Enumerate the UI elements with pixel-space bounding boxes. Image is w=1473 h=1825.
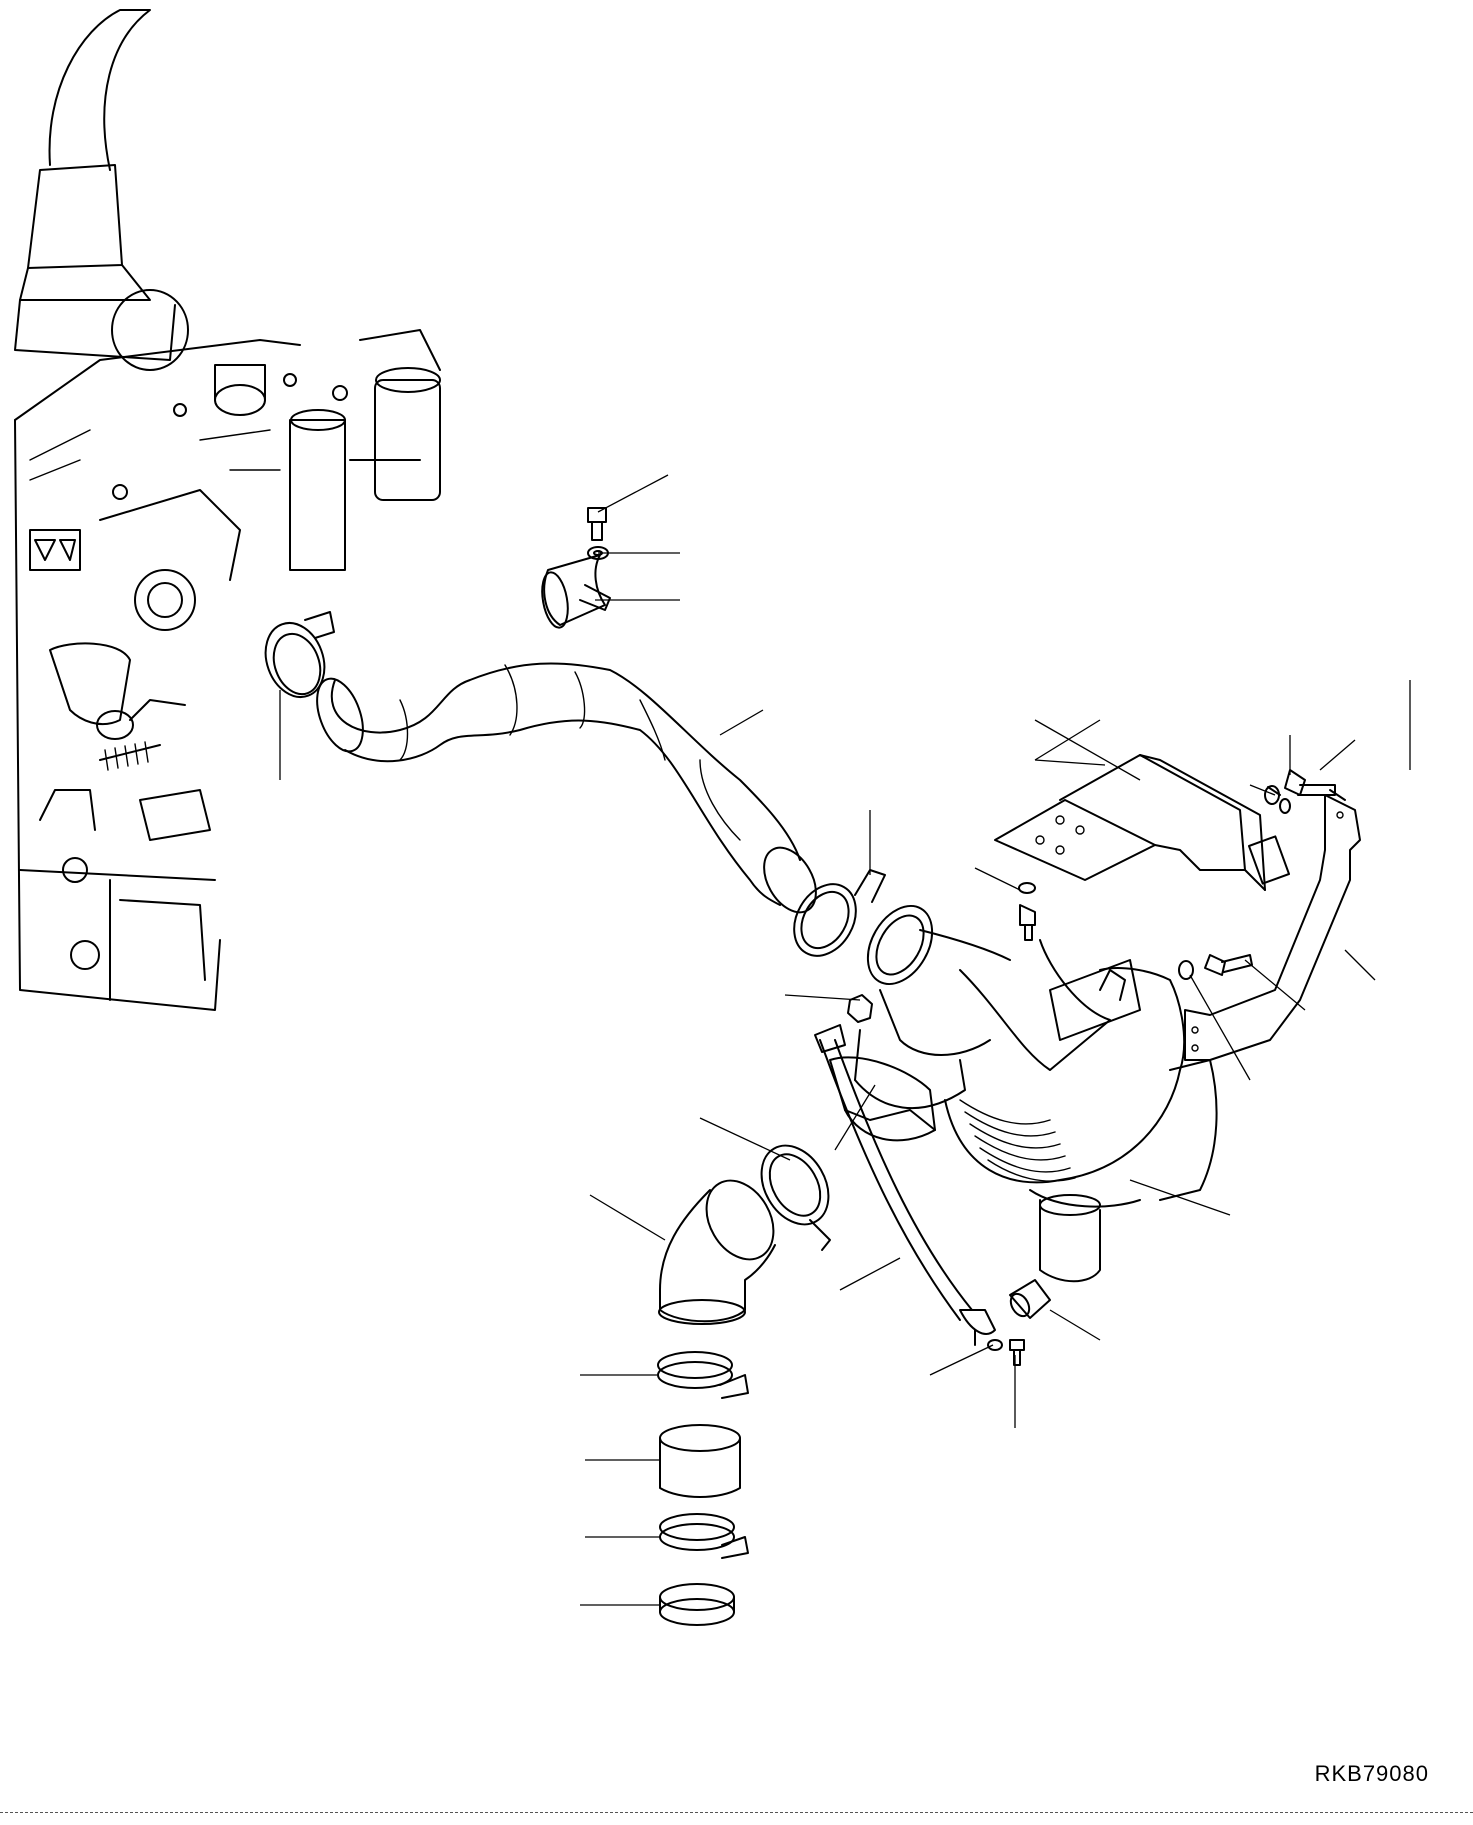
washer-small-bracket <box>1279 798 1291 814</box>
bolt-bracket-3 <box>1204 954 1253 976</box>
bolt-upper-bracket <box>1019 904 1036 941</box>
page-border <box>0 1812 1473 1813</box>
elbow-hose <box>658 1179 776 1325</box>
hose-clamp-lower-1 <box>657 1351 749 1399</box>
vacuator-hose <box>814 1024 996 1346</box>
bolt-bracket-1 <box>1284 769 1336 796</box>
dust-valve <box>1009 1279 1051 1319</box>
bolt-top <box>587 507 607 541</box>
hose-clamp-engine-side <box>264 611 335 698</box>
hose-clamp-cleaner-inlet <box>793 869 886 957</box>
engine-assembly <box>14 9 441 1011</box>
nut <box>847 994 873 1023</box>
screw-bottom <box>1009 1339 1025 1366</box>
drawing-code: RKB79080 <box>1314 1761 1429 1786</box>
connector-pipe <box>659 1424 741 1498</box>
hose-clamp-lower-2 <box>659 1513 749 1559</box>
leader-lines <box>279 474 1411 1606</box>
washer-bracket-3 <box>1178 960 1194 980</box>
mounting-bracket-upper <box>994 754 1290 891</box>
hose-clamp-elbow <box>760 1144 831 1251</box>
air-cleaner-inlet-neck <box>829 1056 936 1142</box>
bolt-bracket-2 <box>1267 786 1281 796</box>
air-cleaner-assembly <box>854 905 1218 1283</box>
intake-hose <box>316 662 817 914</box>
washer-upper-bracket <box>1018 882 1036 894</box>
mounting-bracket-side <box>1184 789 1361 1061</box>
washer-bottom <box>987 1339 1003 1351</box>
hose-support-band <box>541 554 611 629</box>
hose-clamp-lower-3 <box>659 1583 735 1626</box>
